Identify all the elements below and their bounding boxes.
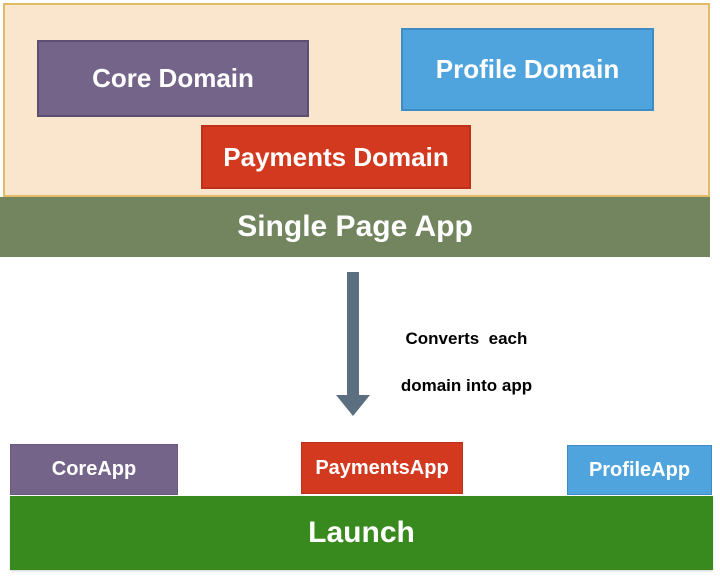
arrow-caption-line1: Converts each [405, 328, 528, 348]
arrow-caption-line2: domain into app [400, 376, 533, 396]
arrow-caption: Converts each domain into app [372, 303, 542, 422]
profile-app-label: ProfileApp [588, 458, 691, 481]
single-page-app-bar: Single Page App [0, 197, 710, 257]
core-app-label: CoreApp [51, 458, 137, 480]
payments-app-label: PaymentsApp [315, 456, 449, 479]
launch-label: Launch [308, 516, 415, 549]
payments-domain-label: Payments Domain [223, 141, 449, 172]
payments-domain-box: Payments Domain [201, 125, 471, 189]
core-domain-box: Core Domain [37, 40, 309, 117]
domain-container: Core Domain Profile Domain Payments Doma… [3, 3, 710, 197]
down-arrow-head-icon [336, 395, 370, 416]
core-domain-label: Core Domain [92, 63, 254, 93]
profile-domain-label: Profile Domain [435, 54, 620, 84]
payments-app-box: PaymentsApp [301, 442, 463, 494]
profile-app-box: ProfileApp [567, 445, 712, 495]
single-page-app-label: Single Page App [237, 210, 473, 243]
launch-bar: Launch [10, 496, 713, 570]
down-arrow-icon [347, 272, 359, 395]
profile-domain-box: Profile Domain [401, 28, 654, 111]
core-app-box: CoreApp [10, 444, 178, 495]
